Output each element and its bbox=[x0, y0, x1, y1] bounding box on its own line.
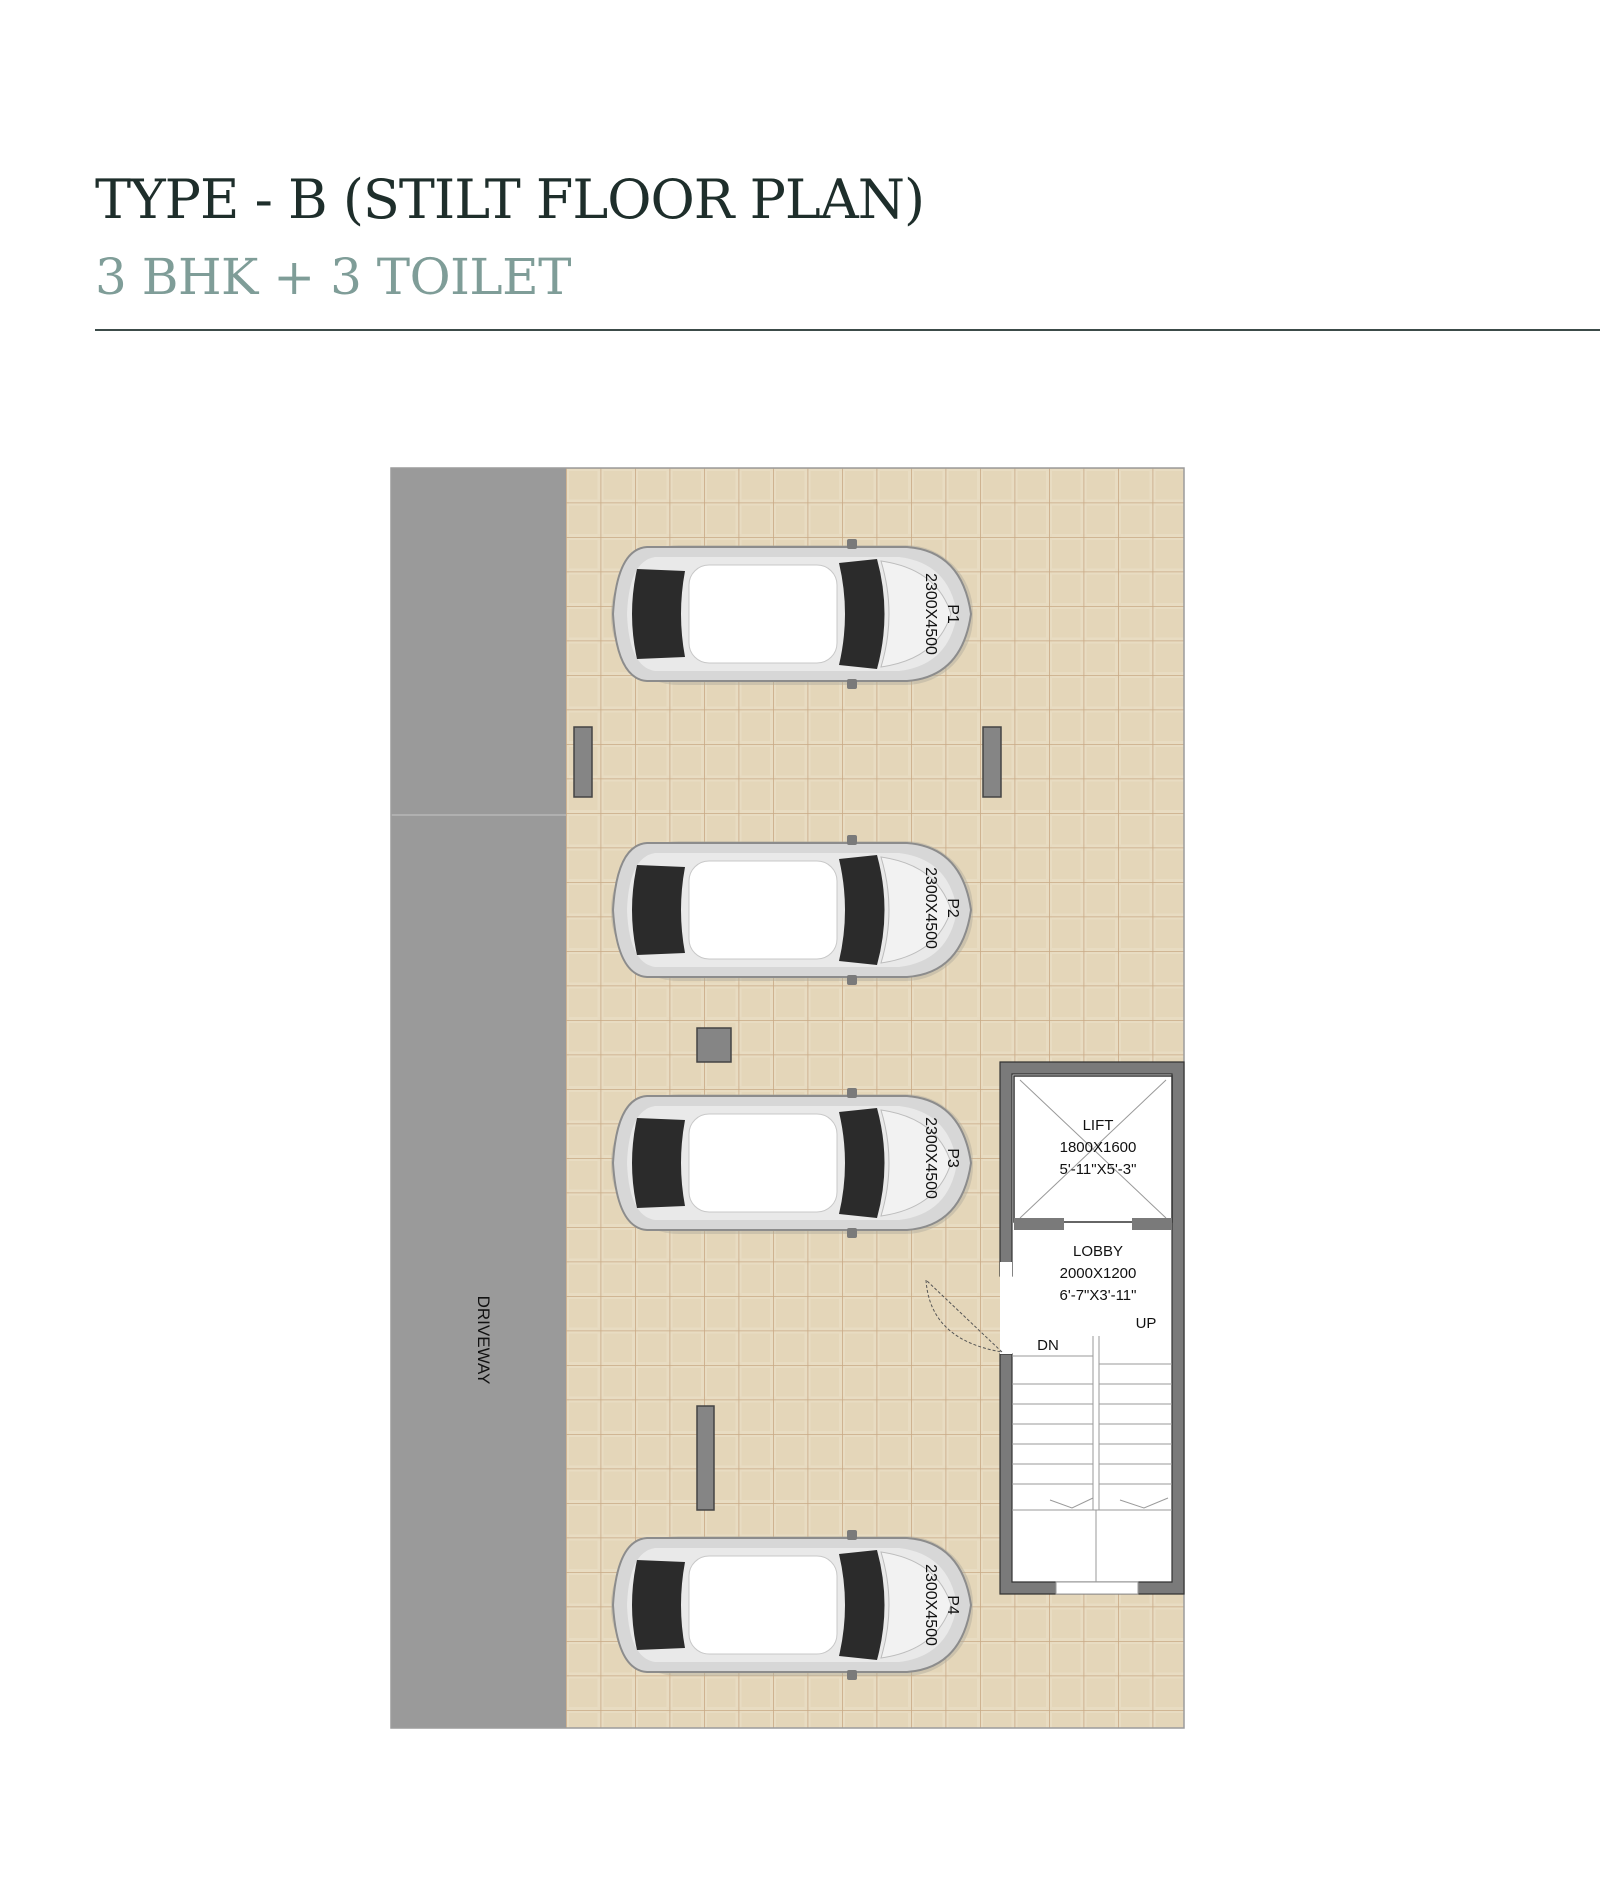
column bbox=[573, 726, 593, 798]
column bbox=[982, 726, 1002, 798]
door-swing bbox=[925, 1279, 1003, 1353]
parking-label-p2: P2 2300X4500 bbox=[922, 867, 961, 949]
parking-p4-size: 2300X4500 bbox=[922, 1564, 939, 1646]
car-p3 bbox=[610, 1087, 974, 1239]
lobby-label: LOBBY bbox=[1073, 1243, 1123, 1260]
car-p4 bbox=[610, 1529, 974, 1681]
car-p2 bbox=[610, 834, 974, 986]
column bbox=[696, 1027, 732, 1063]
stairs-up-label: UP bbox=[1136, 1315, 1157, 1332]
lift-size-ft: 5'-11"X5'-3" bbox=[1060, 1161, 1137, 1178]
column bbox=[696, 1405, 715, 1511]
lobby-size-ft: 6'-7"X3'-11" bbox=[1060, 1287, 1137, 1304]
page-subtitle: 3 BHK + 3 TOILET bbox=[95, 248, 571, 306]
parking-label-p4: P4 2300X4500 bbox=[922, 1564, 961, 1646]
title-divider bbox=[95, 329, 1600, 331]
page-title: TYPE - B (STILT FLOOR PLAN) bbox=[95, 168, 925, 231]
staircase bbox=[1012, 1336, 1172, 1582]
driveway-label: DRIVEWAY bbox=[474, 1296, 493, 1385]
lobby-size-mm: 2000X1200 bbox=[1060, 1265, 1137, 1282]
lift-label: LIFT bbox=[1083, 1117, 1114, 1134]
lift-size-mm: 1800X1600 bbox=[1060, 1139, 1137, 1156]
car-p1 bbox=[610, 538, 974, 690]
parking-label-p1: P1 2300X4500 bbox=[922, 573, 961, 655]
parking-p2-name: P2 bbox=[944, 898, 961, 918]
parking-p2-size: 2300X4500 bbox=[922, 867, 939, 949]
stairs-down-label: DN bbox=[1037, 1337, 1059, 1354]
parking-p3-size: 2300X4500 bbox=[922, 1117, 939, 1199]
parking-p1-size: 2300X4500 bbox=[922, 573, 939, 655]
parking-p4-name: P4 bbox=[944, 1595, 961, 1615]
parking-label-p3: P3 2300X4500 bbox=[922, 1117, 961, 1199]
parking-p3-name: P3 bbox=[944, 1148, 961, 1168]
driveway bbox=[391, 468, 566, 1728]
parking-p1-name: P1 bbox=[944, 604, 961, 624]
